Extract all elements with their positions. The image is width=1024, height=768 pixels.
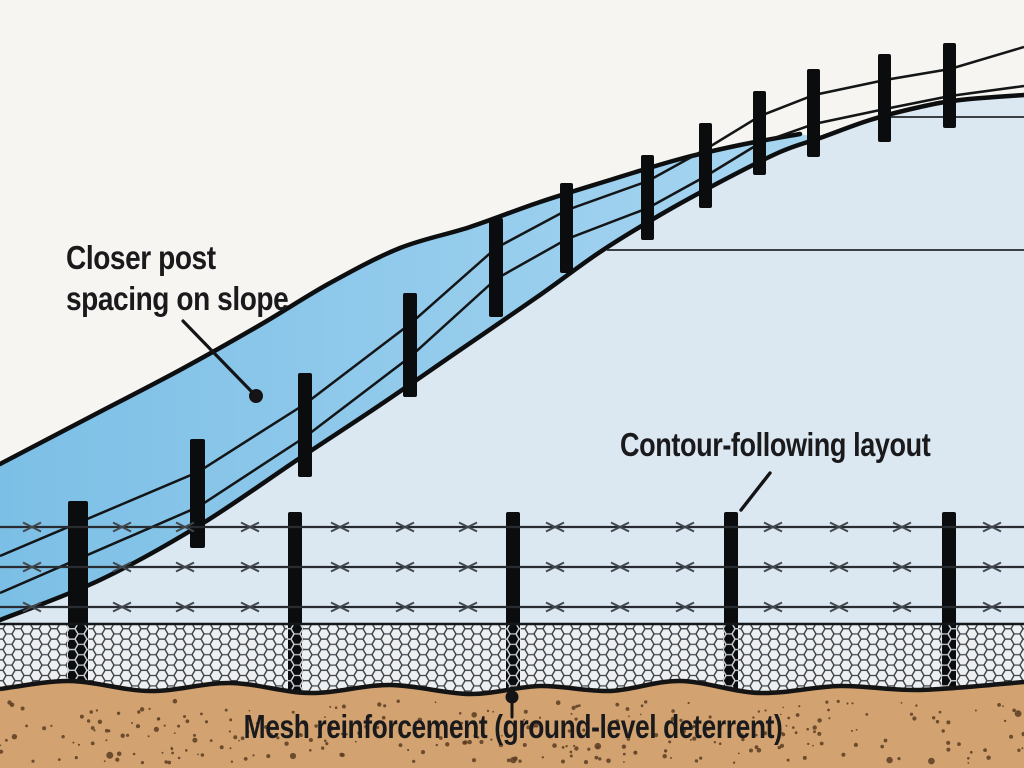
slope-post	[403, 293, 417, 397]
barb	[175, 521, 195, 533]
slope-post	[943, 43, 956, 128]
slope-post	[807, 69, 820, 157]
mesh-over-post	[505, 625, 521, 695]
barb	[675, 601, 695, 613]
barb	[675, 561, 695, 573]
barb	[763, 601, 783, 613]
barb	[610, 601, 630, 613]
barb	[395, 561, 415, 573]
barb	[982, 601, 1002, 613]
barb	[240, 521, 260, 533]
barb	[112, 521, 132, 533]
slope-post	[489, 218, 503, 317]
leader-lines	[181, 319, 772, 512]
barb	[395, 521, 415, 533]
barb	[175, 601, 195, 613]
barb	[982, 521, 1002, 533]
soil-ground	[0, 678, 1024, 768]
barb	[395, 601, 415, 613]
barb	[112, 561, 132, 573]
barb	[892, 601, 912, 613]
slope-post	[641, 155, 654, 240]
hillside	[0, 95, 1024, 768]
barb	[610, 521, 630, 533]
barb	[829, 521, 849, 533]
barb	[175, 561, 195, 573]
barb	[240, 601, 260, 613]
slope-post	[190, 439, 205, 548]
slope-post	[878, 54, 891, 142]
barb	[892, 521, 912, 533]
front-fence-posts	[0, 501, 1024, 695]
barb	[545, 561, 565, 573]
mesh-over-post	[941, 625, 957, 695]
barb	[22, 601, 42, 613]
leader-dot	[249, 389, 263, 403]
barb	[829, 561, 849, 573]
soil-speckles	[0, 698, 1024, 765]
barb	[675, 521, 695, 533]
barb	[982, 561, 1002, 573]
mesh-over-post	[287, 625, 303, 695]
slope-post	[699, 123, 712, 208]
barb	[240, 561, 260, 573]
mesh-over-post	[67, 625, 89, 695]
pin-dot	[505, 690, 519, 704]
mesh-label-pin	[505, 690, 519, 719]
barb	[22, 561, 42, 573]
barb	[763, 561, 783, 573]
leader-closer-post	[181, 319, 253, 393]
mesh-over-post	[723, 625, 739, 695]
barb	[763, 521, 783, 533]
front-fence-wires	[0, 521, 1024, 613]
slope-fence-posts	[190, 43, 956, 548]
leader-contour-layout	[739, 471, 772, 512]
barb	[330, 521, 350, 533]
barb	[112, 601, 132, 613]
barb	[545, 521, 565, 533]
barb	[829, 601, 849, 613]
slope-post	[560, 183, 573, 273]
barb	[545, 601, 565, 613]
label-mesh-reinforcement: Mesh reinforcement (ground-level deterre…	[243, 708, 783, 745]
barb	[22, 521, 42, 533]
label-contour-following-layout: Contour-following layout	[620, 426, 931, 463]
barb	[458, 601, 478, 613]
barb	[458, 561, 478, 573]
label-closer-post-spacing: Closer post spacing on slope	[66, 239, 289, 317]
barb	[330, 561, 350, 573]
barb	[458, 521, 478, 533]
barb	[892, 561, 912, 573]
slope-post	[753, 91, 766, 175]
barb	[330, 601, 350, 613]
slope-post	[298, 373, 312, 477]
barb	[610, 561, 630, 573]
